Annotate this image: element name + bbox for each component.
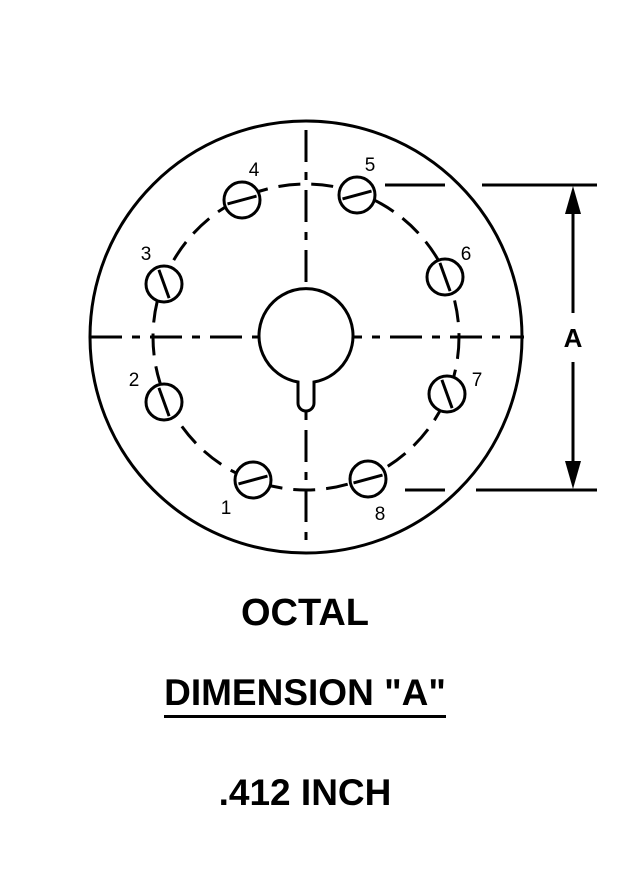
pin-8-slot <box>353 473 383 485</box>
pin-label-5: 5 <box>365 155 376 176</box>
pin-3-slot <box>157 269 171 299</box>
pin-label-6: 6 <box>461 244 472 265</box>
pin-label-8: 8 <box>375 504 386 525</box>
dimension-title-caption: DIMENSION "A" <box>0 672 610 718</box>
center-key <box>257 287 355 413</box>
base-type-caption: OCTAL <box>240 592 370 634</box>
pin-label-4: 4 <box>249 160 260 181</box>
pin-2-slot <box>157 387 171 417</box>
pin-1-slot <box>238 474 268 486</box>
pin-label-1: 1 <box>221 498 232 519</box>
dimension-letter: A <box>564 323 583 353</box>
pin-4-slot <box>227 194 257 206</box>
dimension-title-text: DIMENSION "A" <box>164 672 446 718</box>
pin-label-7: 7 <box>472 370 483 391</box>
pin-label-2: 2 <box>129 370 140 391</box>
pin-label-3: 3 <box>141 244 152 265</box>
dimension-arrow-up <box>565 186 581 214</box>
pin-6-slot <box>438 262 452 292</box>
pin-5-slot <box>342 189 372 201</box>
pin-7-slot <box>440 379 454 409</box>
dimension-arrow-down <box>565 461 581 489</box>
pins-group: 1 2 3 4 5 6 7 8 <box>129 155 483 525</box>
dimension-value-caption: .412 INCH <box>218 772 392 813</box>
